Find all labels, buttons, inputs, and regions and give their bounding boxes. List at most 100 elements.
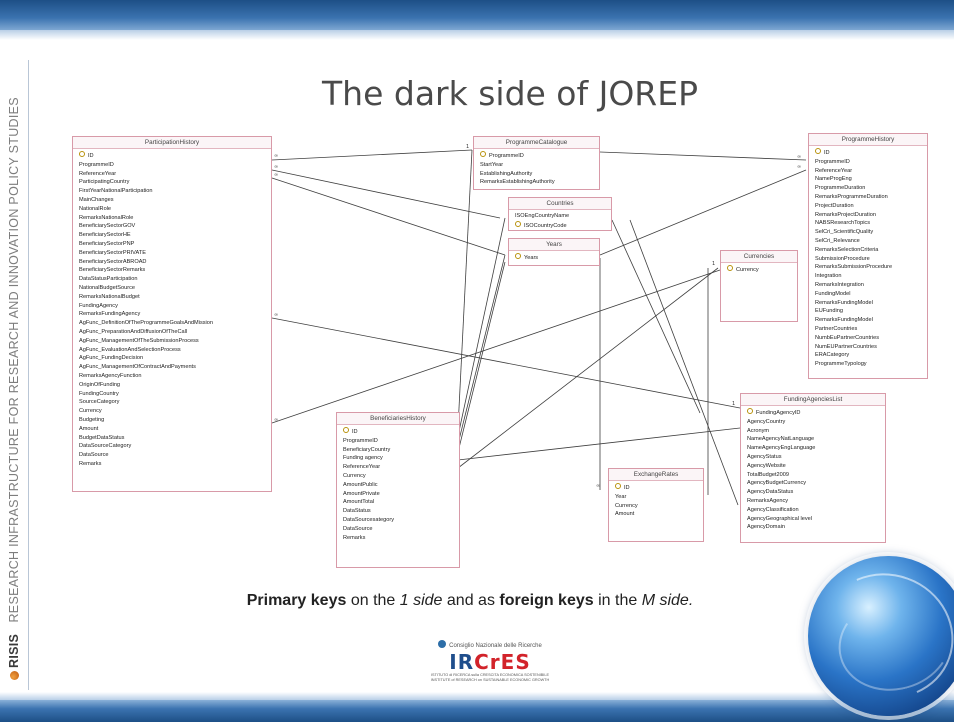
table-field: ProgrammeID [815,158,850,165]
table-field: RemarksFundingAgency [79,311,141,318]
risis-logo-icon [10,671,19,680]
cnr-logo-icon [438,640,447,648]
table-title: ProgrammeHistory [809,134,927,146]
table-field: Acronym [747,427,770,434]
table-field: BudgetDataStatus [79,434,125,441]
table-field: ProgrammeID [79,161,114,168]
table-field: ISOEngCountryName [515,213,570,219]
bottom-decorative-band [0,692,954,722]
table-field: AmountPrivate [343,490,380,497]
table-field: ParticipatingCountry [79,179,130,186]
table-field: ProjectDuration [815,202,854,209]
cnr-header-text: Consiglio Nazionale delle Ricerche [449,643,542,649]
table-field: NameProgEng [815,176,852,183]
rel-line [271,149,473,161]
table-field: ProgrammeTypology [815,361,867,368]
table-field: Budgeting [79,416,105,423]
primary-key-field: ID [343,427,455,437]
table-field: DataSourcesategory [343,516,394,523]
table-field: AgFunc_FundingDecision [79,355,144,362]
table-field: AgFunc_ManagementOfTheSubmissionProcess [79,337,199,344]
primary-key-field: FundingAgencyID [747,408,881,418]
table-field: NumEUPartnerCountries [815,343,877,350]
cardinality-label: 1 [732,401,735,407]
cardinality-label: 1 [712,261,715,267]
table-field: DataSource [343,525,373,532]
slide-caption: Primary keys on the 1 side and as foreig… [150,592,790,610]
table-field: ReferenceYear [815,167,853,174]
rel-line [271,269,721,424]
table-years[interactable]: Years Years [508,238,600,266]
table-title: BeneficiariesHistory [337,413,459,425]
table-field: RemarksFundingModel [815,317,873,324]
sidebar-brand: RISIS [7,633,21,668]
table-field: ReferenceYear [79,170,117,177]
table-field: ERACategory [815,352,850,359]
table-field: Amount [79,425,99,432]
table-field: SelCri_ScientificQuality [815,229,874,236]
table-field: Integration [815,273,842,280]
table-field: RemarksSubmissionProcedure [815,264,893,271]
table-field: AgFunc_EvaluationAndSelectionProcess [79,346,181,353]
table-field: RemarksProjectDuration [815,211,876,218]
table-field: RemarksEstablishingAuthority [480,179,555,186]
table-field: FundingAgency [79,302,118,309]
cardinality-label: ∞ [797,164,801,170]
table-field: AgencyDataStatus [747,489,794,496]
ircres-wordmark: IRCrES [420,651,560,673]
table-currencies[interactable]: Currencies Currency [720,250,798,322]
sidebar-divider [28,60,29,690]
table-field: NationalBudgetSource [79,284,135,291]
rel-line [271,317,741,409]
table-field: AgencyWebsite [747,462,786,469]
table-field: NationalRole [79,205,112,212]
table-field: SourceCategory [79,399,120,406]
rel-line [457,217,506,437]
table-field: DataSourceCategory [79,443,132,450]
table-field: Amount [615,511,635,518]
table-field: AmountTotal [343,499,375,506]
rel-line [457,254,506,445]
table-field: RemarksProgrammeDuration [815,193,888,200]
table-field: Currency [343,472,366,479]
rel-line [457,261,506,453]
table-field: BeneficiarySectorPRIVATE [79,249,146,256]
table-field: MainChanges [79,196,114,203]
table-field: DataStatusParticipation [79,276,138,283]
table-field: AmountPublic [343,481,378,488]
rel-line [271,169,501,219]
cardinality-label: ∞ [274,172,278,178]
table-field: Remarks [343,534,366,541]
table-field: TotalBudget2009 [747,471,789,478]
table-field: AgencyClassification [747,506,799,513]
table-title: ParticipationHistory [73,137,271,149]
table-field: DataStatus [343,508,371,515]
sidebar-tagline-text: RESEARCH INFRASTRUCTURE FOR RESEARCH AND… [7,97,21,623]
rel-line [599,151,807,161]
table-field: BeneficiarySectorABROAD [79,258,147,265]
rel-line [457,427,741,461]
rel-line [457,267,719,469]
table-field: Remarks [79,460,102,467]
table-field: BeneficiaryCountry [343,446,391,453]
table-field: PartnerCountries [815,325,858,332]
table-field: RemarksAgencyFunction [79,372,142,379]
field-list: Currency [721,263,797,277]
table-field: ProgrammeDuration [815,185,866,192]
table-field: AgencyDomain [747,524,785,531]
table-field: EUFunding [815,308,843,315]
table-field: AgFunc_ManagementOfContractAndPayments [79,364,196,371]
table-field: ProgrammeID [343,437,378,444]
